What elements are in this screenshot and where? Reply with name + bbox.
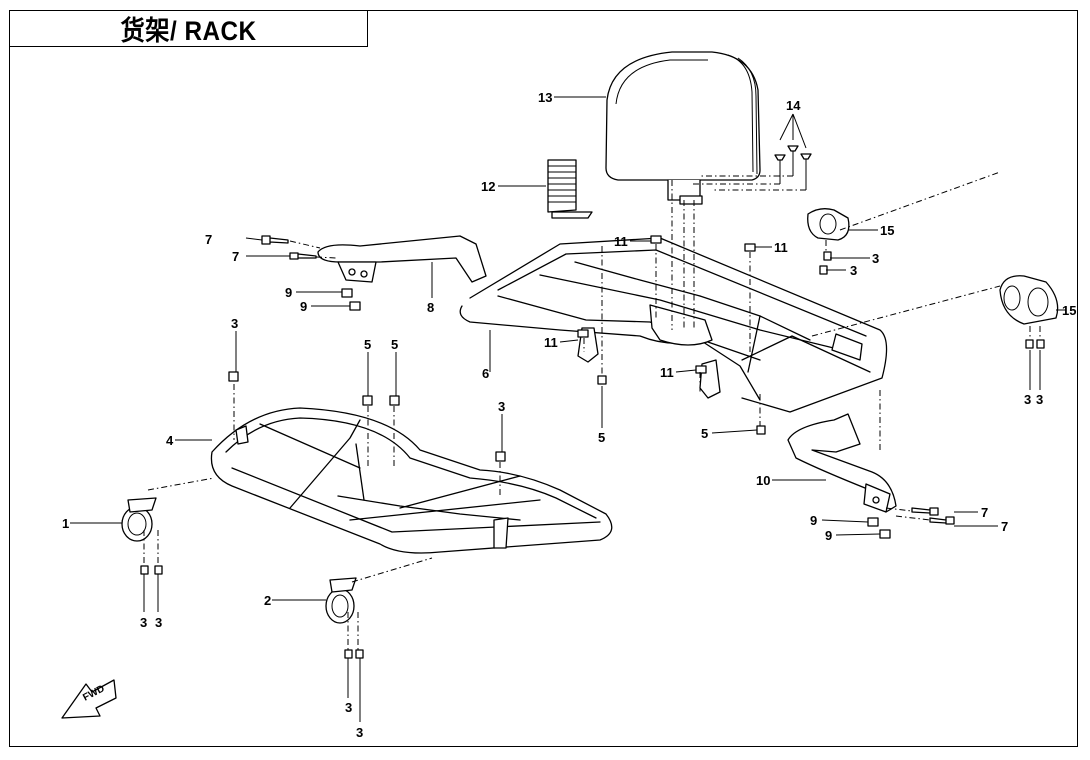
handle-part-10 bbox=[787, 413, 897, 513]
callout-12: 12 bbox=[481, 179, 495, 194]
callout-3: 3 bbox=[872, 251, 879, 266]
callout-15: 15 bbox=[880, 223, 894, 238]
callout-3: 3 bbox=[345, 700, 352, 715]
callout-5: 5 bbox=[391, 337, 398, 352]
callout-10: 10 bbox=[756, 473, 770, 488]
drawing-frame bbox=[9, 10, 1078, 747]
callout-7: 7 bbox=[205, 232, 212, 247]
fwd-direction-arrow: FWD bbox=[61, 679, 117, 719]
callout-3: 3 bbox=[850, 263, 857, 278]
callout-7: 7 bbox=[1001, 519, 1008, 534]
leader-lines bbox=[70, 96, 1066, 722]
callout-3: 3 bbox=[1024, 392, 1031, 407]
screws-part-14 bbox=[690, 145, 812, 191]
handle-part-8 bbox=[317, 235, 487, 283]
callout-6: 6 bbox=[482, 366, 489, 381]
callout-3: 3 bbox=[231, 316, 238, 331]
callout-7: 7 bbox=[981, 505, 988, 520]
callout-9: 9 bbox=[825, 528, 832, 543]
callout-14: 14 bbox=[786, 98, 801, 113]
callout-13: 13 bbox=[538, 90, 552, 105]
callout-15: 15 bbox=[1062, 303, 1076, 318]
lamp-part-2 bbox=[325, 577, 357, 624]
taillight-part-15-lower bbox=[999, 275, 1059, 325]
callout-labels: 1 2 3 3 3 3 3 3 3 3 3 3 3 4 5 5 5 5 6 7 … bbox=[62, 90, 1076, 740]
fasteners bbox=[140, 235, 1045, 659]
callout-5: 5 bbox=[364, 337, 371, 352]
title-box: 货架/ RACK bbox=[9, 10, 368, 47]
callout-2: 2 bbox=[264, 593, 271, 608]
callout-5: 5 bbox=[598, 430, 605, 445]
callout-11: 11 bbox=[544, 335, 558, 350]
assembly-centerlines bbox=[143, 171, 1041, 650]
taillight-part-15-upper bbox=[807, 208, 850, 241]
callout-3: 3 bbox=[155, 615, 162, 630]
callout-9: 9 bbox=[810, 513, 817, 528]
callout-3: 3 bbox=[498, 399, 505, 414]
front-rack-part-4 bbox=[210, 407, 613, 554]
callout-11: 11 bbox=[774, 240, 788, 255]
callout-8: 8 bbox=[427, 300, 434, 315]
page-title: 货架/ RACK bbox=[120, 16, 257, 46]
backrest-part-13 bbox=[605, 51, 761, 205]
callout-9: 9 bbox=[285, 285, 292, 300]
rear-rack-part-6 bbox=[459, 237, 888, 413]
callout-11: 11 bbox=[660, 365, 674, 380]
callout-5: 5 bbox=[701, 426, 708, 441]
callout-3: 3 bbox=[1036, 392, 1043, 407]
callout-9: 9 bbox=[300, 299, 307, 314]
lamp-part-1 bbox=[121, 497, 157, 542]
callout-11: 11 bbox=[614, 234, 628, 249]
callout-4: 4 bbox=[166, 433, 174, 448]
callout-7: 7 bbox=[232, 249, 239, 264]
callout-3: 3 bbox=[356, 725, 363, 740]
grille-part-12 bbox=[547, 159, 593, 219]
callout-1: 1 bbox=[62, 516, 69, 531]
callout-3: 3 bbox=[140, 615, 147, 630]
